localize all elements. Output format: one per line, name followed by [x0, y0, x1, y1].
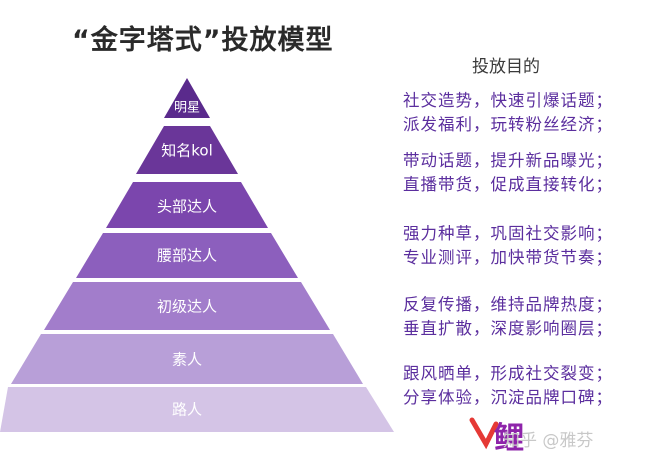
tier-label-head-influencer: 头部达人 — [156, 197, 218, 216]
watermark-logo-icon: 鲤 — [469, 417, 524, 456]
watermark-logo-text: 鲤 — [494, 421, 524, 456]
tier-label-ordinary-user: 素人 — [171, 350, 203, 369]
pyramid-tier-ordinary-user — [11, 334, 363, 384]
tier-label-passerby: 路人 — [171, 400, 203, 419]
purpose-line: 直播带货，促成直接转化； — [403, 175, 613, 194]
pyramid-tier-passerby — [0, 387, 394, 432]
purpose-group-celebrity: 社交造势，快速引爆话题； 派发福利，玩转粉丝经济； — [403, 89, 613, 137]
purpose-group-head-waist: 强力种草，巩固社交影响； 专业测评，加快带货节奏； — [403, 222, 613, 270]
tier-label-celebrity: 明星 — [173, 100, 201, 116]
purpose-line: 跟风晒单，形成社交裂变； — [403, 364, 613, 383]
purpose-line: 垂直扩散，深度影响圈层； — [403, 319, 613, 338]
pyramid-tier-famous-kol — [136, 126, 238, 174]
purpose-line: 强力种草，巩固社交影响； — [403, 224, 613, 243]
purpose-group-junior: 反复传播，维持品牌热度； 垂直扩散，深度影响圈层； — [403, 293, 613, 341]
tier-label-waist-influencer: 腰部达人 — [156, 246, 218, 265]
pyramid-tier-waist-influencer — [76, 233, 298, 278]
pyramid-tier-head-influencer — [106, 182, 268, 228]
pyramid-tier-celebrity — [164, 78, 210, 118]
purpose-group-ordinary: 跟风晒单，形成社交裂变； 分享体验，沉淀品牌口碑； — [403, 362, 613, 410]
purpose-line: 分享体验，沉淀品牌口碑； — [403, 388, 613, 407]
purpose-line: 派发福利，玩转粉丝经济； — [403, 115, 613, 134]
purpose-line: 反复传播，维持品牌热度； — [403, 295, 613, 314]
purpose-group-famous-kol: 带动话题，提升新品曝光； 直播带货，促成直接转化； — [403, 149, 613, 197]
purpose-line: 带动话题，提升新品曝光； — [403, 151, 613, 170]
tier-label-famous-kol: 知名kol — [161, 141, 213, 160]
tier-label-junior-influencer: 初级达人 — [156, 297, 218, 316]
purpose-line: 专业测评，加快带货节奏； — [403, 248, 613, 267]
diagram-title: “金字塔式”投放模型 — [72, 25, 334, 56]
purpose-header: 投放目的 — [472, 57, 540, 77]
purpose-line: 社交造势，快速引爆话题； — [403, 91, 613, 110]
pyramid-tier-junior-influencer — [44, 282, 330, 330]
watermark-text: 知乎 @雅芬 — [503, 431, 594, 451]
